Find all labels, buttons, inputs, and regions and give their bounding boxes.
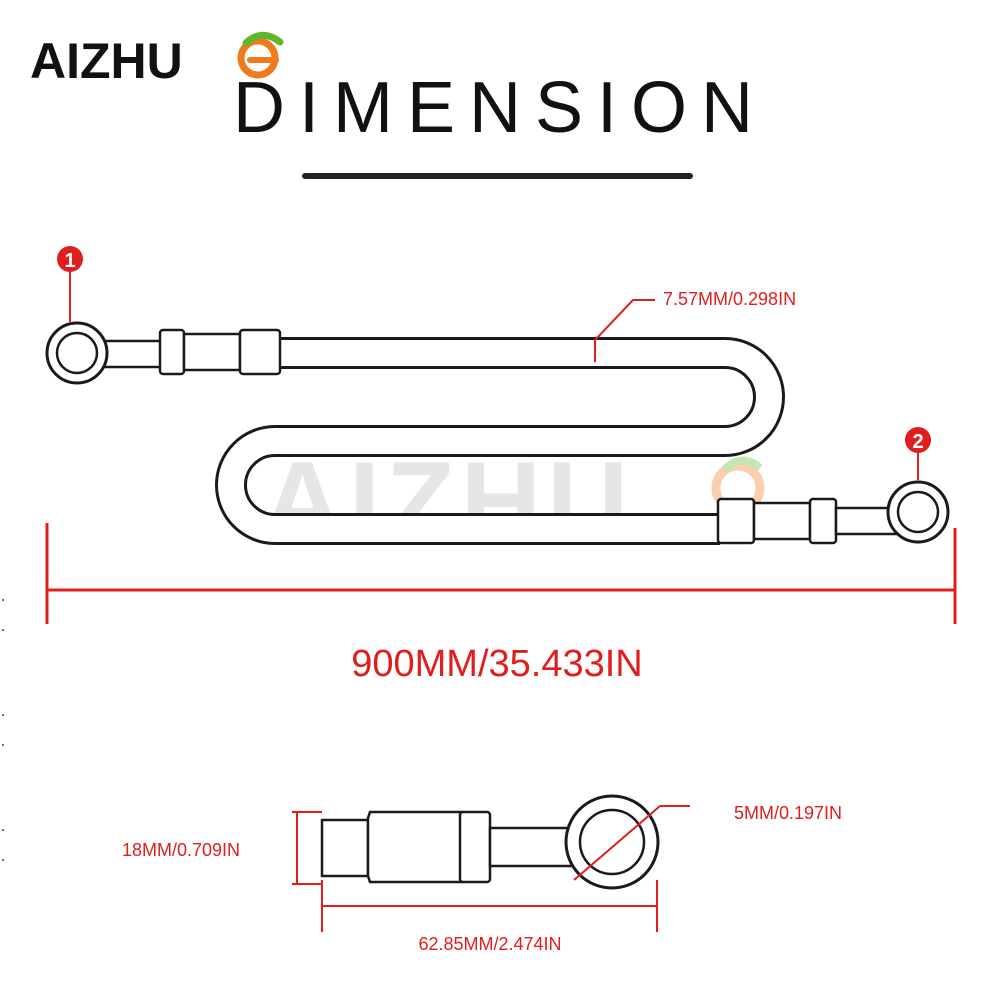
fitting-length-label: 62.85MM/2.474IN <box>418 934 561 954</box>
total-length-dimension: 900MM/35.433IN <box>45 523 957 685</box>
logo-swirl-icon <box>237 31 284 79</box>
hose-diameter-label: 7.57MM/0.298IN <box>663 289 796 309</box>
banjo-hole-label: 5MM/0.197IN <box>734 803 842 823</box>
marker-2-label: 2 <box>912 431 923 453</box>
hose-diameter-callout: 7.57MM/0.298IN <box>594 289 796 362</box>
edge-dots <box>2 599 4 861</box>
watermark-text: AIZHU <box>262 439 634 564</box>
marker-1-label: 1 <box>64 250 75 272</box>
watermark: AIZHU <box>262 439 765 564</box>
marker-end-2: 2 <box>905 427 931 480</box>
fitting-length-dimension: 62.85MM/2.474IN <box>321 880 658 954</box>
fitting-height-dimension: 18MM/0.709IN <box>122 811 322 885</box>
brake-hose <box>45 321 950 545</box>
brand-logo: AIZHU <box>30 31 284 89</box>
logo-text: AIZHU <box>30 33 183 89</box>
banjo-fitting-right <box>716 480 950 545</box>
total-length-label: 900MM/35.433IN <box>351 643 643 685</box>
banjo-fitting-left <box>45 321 282 385</box>
fitting-height-label: 18MM/0.709IN <box>122 840 240 860</box>
fitting-detail <box>320 794 660 890</box>
page-title: DIMENSION <box>233 68 767 148</box>
banjo-hole-callout: 5MM/0.197IN <box>573 803 842 881</box>
marker-end-1: 1 <box>57 246 83 322</box>
